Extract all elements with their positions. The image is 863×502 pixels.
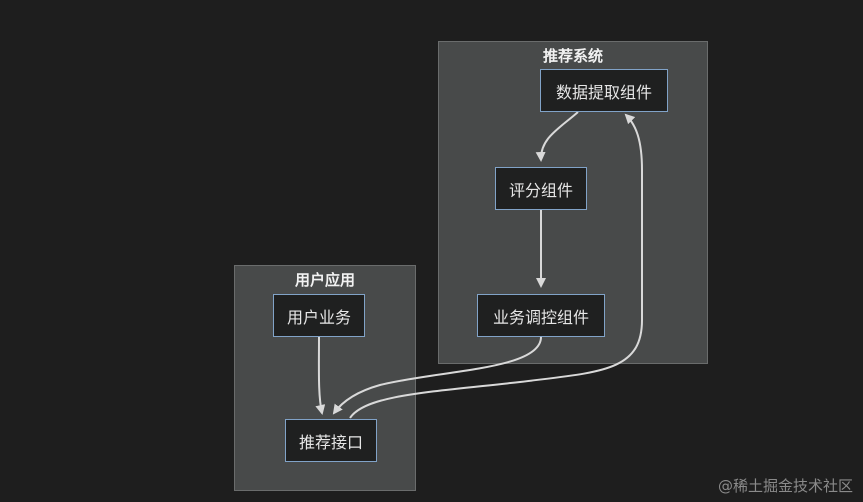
node-user-business[interactable]: 用户业务 bbox=[273, 294, 365, 337]
cluster-title-recommend-system: 推荐系统 bbox=[542, 47, 603, 65]
node-data-fetch-component[interactable]: 数据提取组件 bbox=[540, 69, 668, 112]
watermark: @稀土掘金技术社区 bbox=[717, 477, 853, 495]
node-biz-control-component[interactable]: 业务调控组件 bbox=[477, 294, 605, 337]
cluster-title-user-app: 用户应用 bbox=[294, 271, 355, 289]
node-recommend-api[interactable]: 推荐接口 bbox=[285, 419, 377, 462]
node-scoring-component[interactable]: 评分组件 bbox=[495, 167, 587, 210]
